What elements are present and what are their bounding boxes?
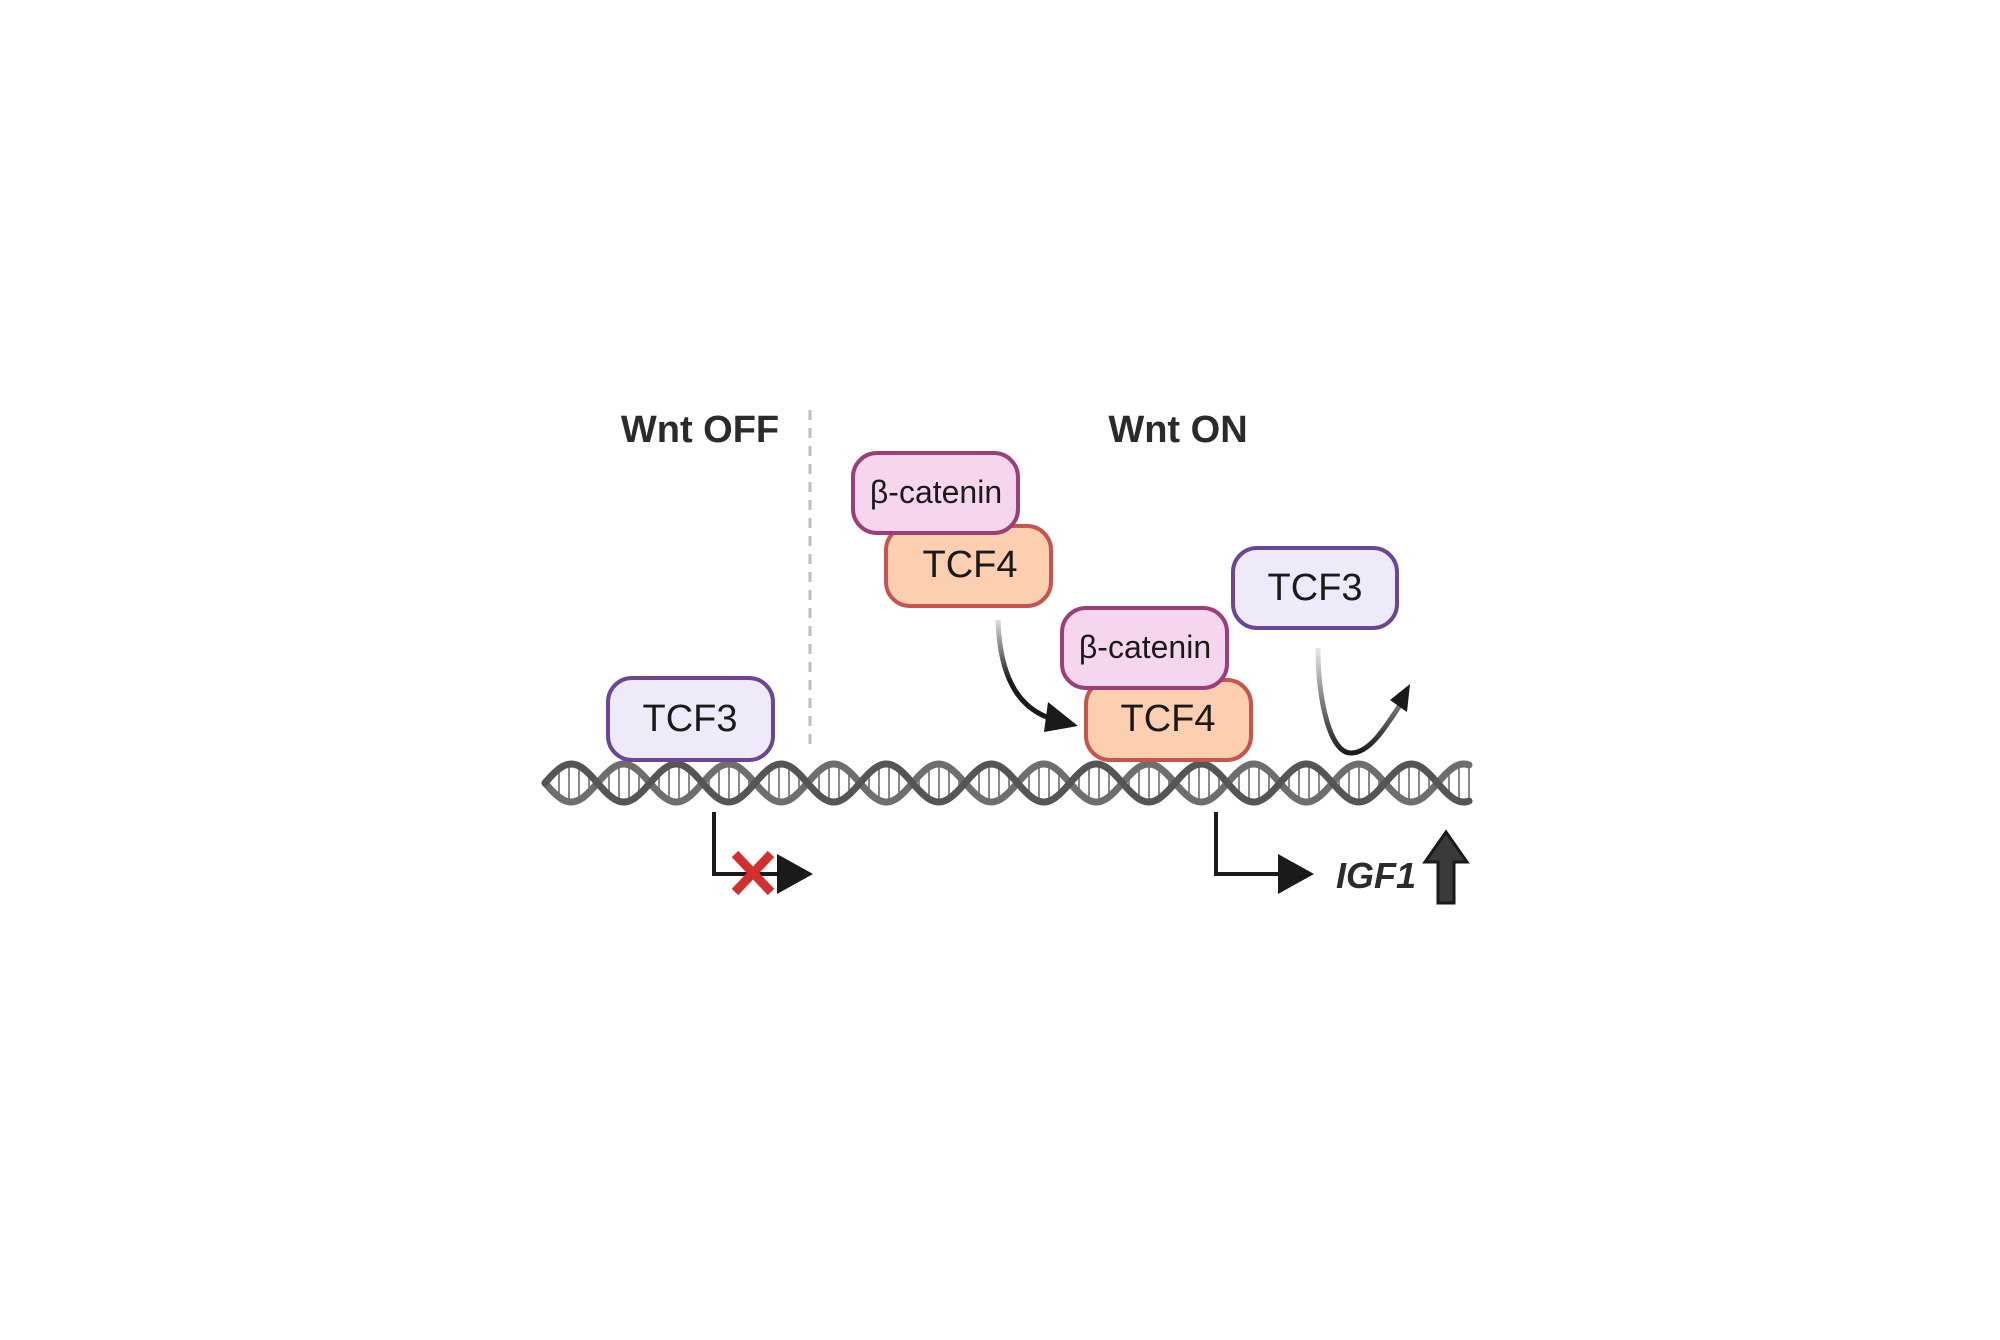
dna-strand [541,760,1473,806]
release-arrowhead [1390,684,1410,712]
binding-arrow-icon [995,619,1066,725]
bent-arrow-icon [712,812,813,894]
tcf3-released-label: TCF3 [1268,567,1363,609]
red-x-icon [731,850,775,896]
wnt-on-heading: Wnt ON [1108,409,1247,451]
up-arrow-icon [1422,829,1470,905]
dna-helix [541,760,1473,806]
beta-catenin-free-label: β-catenin [870,474,1002,510]
binding-arrowhead [1044,702,1078,732]
gene-label: IGF1 [1336,855,1416,896]
transcription-arrow-icon [1214,812,1314,894]
tcf3-released-box: TCF3 [1231,546,1399,630]
tcf3-bound-label: TCF3 [643,698,738,740]
beta-catenin-bound-label: β-catenin [1079,629,1211,665]
tcf3-bound-box: TCF3 [606,676,775,762]
tcf4-free-box: TCF4 [884,524,1053,608]
tcf4-bound-label: TCF4 [1121,698,1216,740]
tcf4-bound-box: TCF4 [1084,678,1253,762]
release-arrow-icon [1315,647,1403,756]
dna-strand [541,760,1473,806]
tcf4-free-label: TCF4 [923,544,1018,586]
beta-catenin-bound-box: β-catenin [1060,606,1229,690]
wnt-off-heading: Wnt OFF [621,409,779,451]
beta-catenin-free-box: β-catenin [851,451,1020,535]
